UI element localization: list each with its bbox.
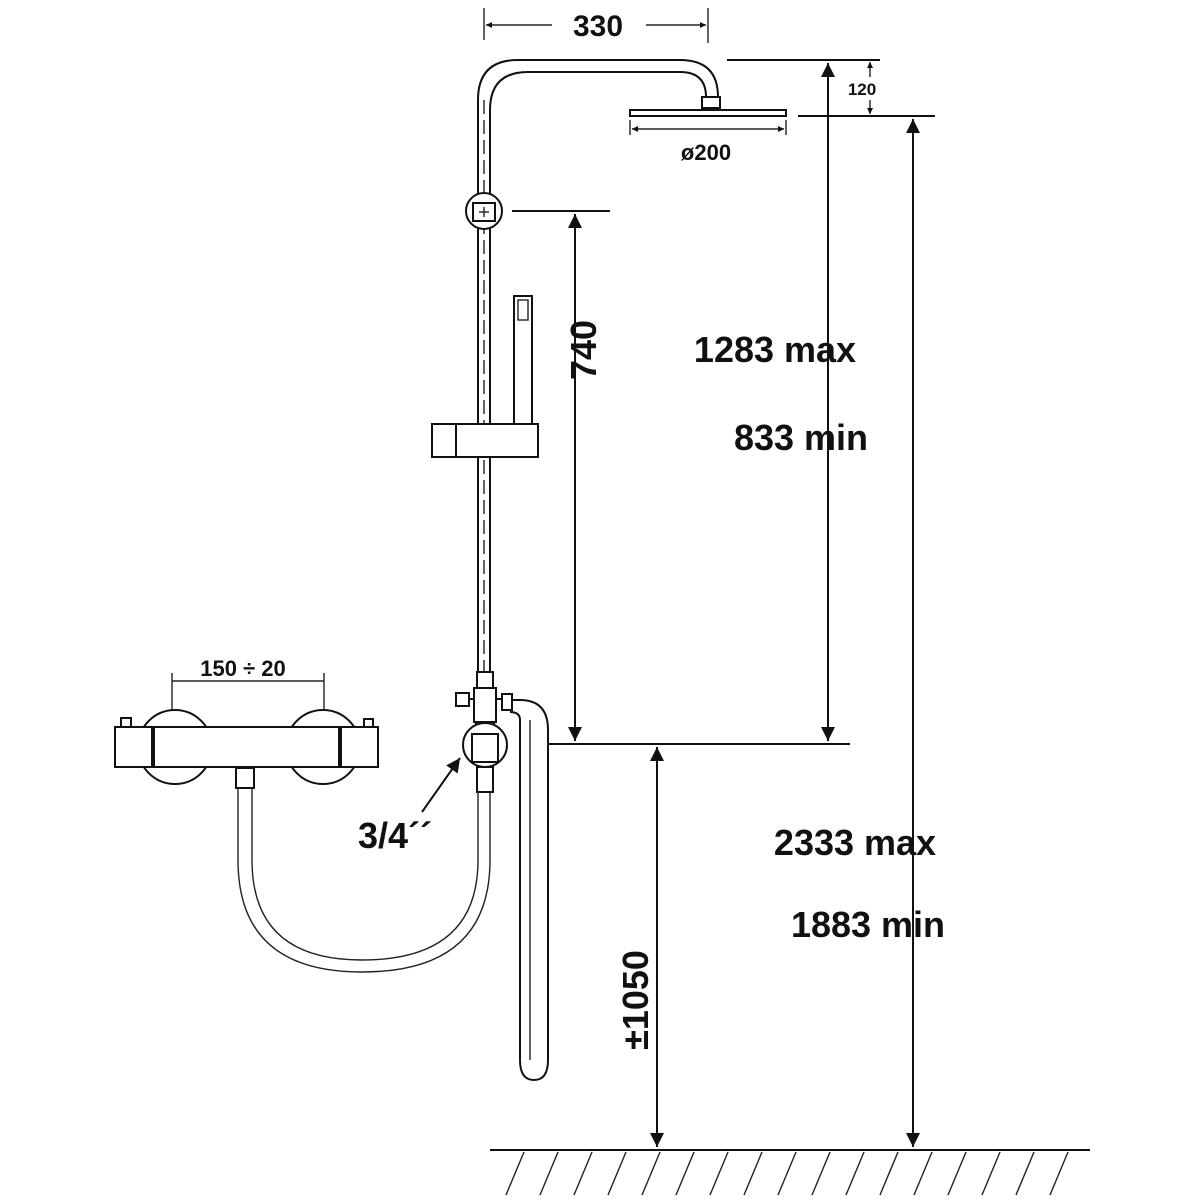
connection-hose bbox=[237, 788, 491, 973]
floor bbox=[490, 1149, 1090, 1196]
floor-hatch bbox=[913, 1151, 933, 1196]
dimension-mixer-spacing: 150 ÷ 20 bbox=[171, 656, 325, 710]
shower-riser bbox=[477, 59, 719, 690]
floor-hatch bbox=[675, 1151, 695, 1196]
dimension-head-height: 1283 max 833 min bbox=[694, 63, 868, 741]
total-height-max-label: 2333 max bbox=[774, 822, 936, 863]
floor-hatch bbox=[1049, 1151, 1069, 1196]
floor-hatch bbox=[981, 1151, 1001, 1196]
floor-hatch bbox=[641, 1151, 661, 1196]
dimension-mixer-height: ±1050 bbox=[615, 747, 664, 1147]
floor-hatch bbox=[1015, 1151, 1035, 1196]
dimension-total-height: 2333 max 1883 min bbox=[774, 119, 945, 1147]
head-height-min-label: 833 min bbox=[734, 417, 868, 458]
connection-callout: 3/4´´ bbox=[358, 757, 461, 856]
rail-bracket bbox=[465, 192, 610, 230]
floor-hatch bbox=[743, 1151, 763, 1196]
floor-hatch bbox=[505, 1151, 525, 1196]
diverter bbox=[455, 671, 513, 793]
floor-hatch bbox=[947, 1151, 967, 1196]
floor-hatch bbox=[573, 1151, 593, 1196]
floor-hatch bbox=[811, 1151, 831, 1196]
arm-length-label: 330 bbox=[573, 10, 623, 43]
floor-hatch bbox=[539, 1151, 559, 1196]
head-offset-label: 120 bbox=[848, 80, 876, 99]
hand-shower-hose bbox=[509, 699, 549, 1082]
shower-head bbox=[629, 96, 787, 117]
floor-hatch bbox=[607, 1151, 627, 1196]
mixer-spacing-label: 150 ÷ 20 bbox=[200, 656, 285, 681]
floor-hatch bbox=[709, 1151, 729, 1196]
dimension-head-offset: 120 bbox=[727, 59, 935, 117]
connection-size-label: 3/4´´ bbox=[358, 815, 432, 856]
dimension-rail-length: 740 bbox=[563, 214, 604, 741]
thermostatic-mixer bbox=[114, 709, 379, 789]
hand-shower bbox=[431, 295, 539, 458]
dimension-head-diameter: ø200 bbox=[629, 120, 787, 165]
head-height-max-label: 1283 max bbox=[694, 329, 856, 370]
floor-hatch bbox=[845, 1151, 865, 1196]
mixer-height-label: ±1050 bbox=[615, 950, 656, 1050]
total-height-min-label: 1883 min bbox=[791, 904, 945, 945]
head-diameter-label: ø200 bbox=[681, 140, 731, 165]
dimension-arm-length: 330 bbox=[483, 8, 709, 43]
rail-length-label: 740 bbox=[563, 320, 604, 380]
floor-hatch bbox=[879, 1151, 899, 1196]
floor-hatch bbox=[777, 1151, 797, 1196]
